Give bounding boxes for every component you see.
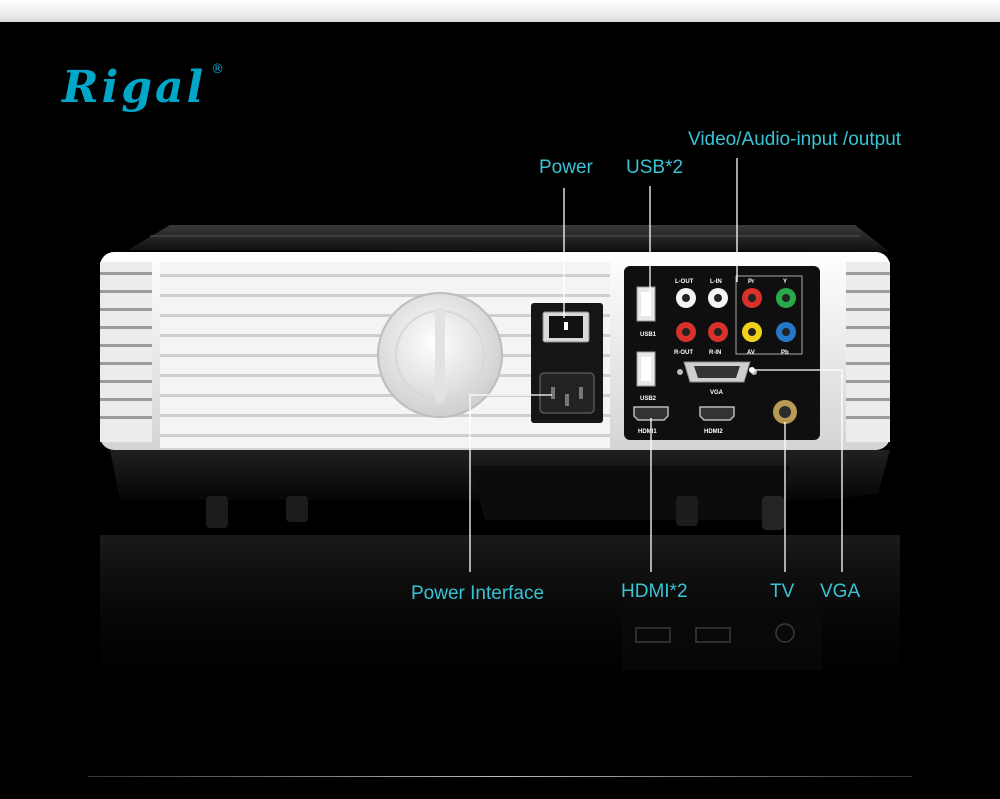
vga-screw-left bbox=[677, 369, 683, 375]
io-panel bbox=[624, 266, 820, 440]
callout-line-power-interface bbox=[469, 394, 552, 572]
label-pr: Pr bbox=[748, 279, 755, 285]
bottom-divider bbox=[88, 776, 912, 777]
brand-logo: Rigal bbox=[62, 62, 207, 113]
tv-connector-inner bbox=[779, 406, 791, 418]
label-hdmi1: HDMI1 bbox=[638, 429, 657, 435]
socket-pin-mid bbox=[565, 394, 569, 406]
reflection-hdmi2 bbox=[695, 627, 731, 643]
usb1-tongue bbox=[641, 292, 651, 316]
jack-y-core bbox=[782, 294, 790, 302]
socket-pin-right bbox=[579, 387, 583, 399]
label-hdmi2: HDMI2 bbox=[704, 429, 723, 435]
reflection-hdmi1 bbox=[635, 627, 671, 643]
jack-l-in-core bbox=[714, 294, 722, 302]
jack-group-outline bbox=[735, 275, 803, 355]
top-strip bbox=[0, 0, 1000, 22]
label-power: Power bbox=[539, 157, 593, 178]
left-fins bbox=[100, 262, 152, 442]
registered-mark: ® bbox=[211, 62, 224, 77]
label-usb: USB*2 bbox=[626, 157, 684, 178]
jack-av-core bbox=[748, 328, 756, 336]
label-r-in: R-IN bbox=[709, 350, 721, 356]
label-l-in: L-IN bbox=[710, 279, 722, 285]
label-usb2: USB2 bbox=[640, 396, 657, 402]
foot-1 bbox=[206, 496, 228, 528]
label-l-out: L-OUT bbox=[675, 279, 694, 285]
vga-port-inner bbox=[694, 366, 740, 378]
reflection-tv bbox=[775, 623, 795, 643]
label-power-interface: Power Interface bbox=[411, 583, 545, 604]
label-video-audio: Video/Audio-input /output bbox=[688, 129, 902, 150]
label-usb1: USB1 bbox=[640, 332, 657, 338]
jack-r-in-core bbox=[714, 328, 722, 336]
label-pb: Pb bbox=[781, 350, 789, 356]
usb2-tongue bbox=[641, 357, 651, 381]
hdmi2-port bbox=[699, 406, 735, 421]
reflection-panel bbox=[622, 600, 822, 670]
jack-pb-core bbox=[782, 328, 790, 336]
foot-4 bbox=[762, 496, 784, 530]
projector-top-lid bbox=[128, 225, 890, 252]
power-socket bbox=[539, 372, 595, 414]
right-fins bbox=[846, 262, 890, 442]
foot-2 bbox=[286, 496, 308, 522]
hdmi1-port bbox=[633, 406, 669, 421]
label-vga: VGA bbox=[820, 581, 861, 602]
label-av: AV bbox=[747, 350, 755, 356]
base-recess bbox=[470, 466, 790, 520]
label-hdmi: HDMI*2 bbox=[621, 581, 688, 602]
label-y: Y bbox=[783, 279, 787, 285]
label-tv: TV bbox=[770, 581, 795, 602]
jack-r-out-core bbox=[682, 328, 690, 336]
label-r-out: R-OUT bbox=[674, 350, 693, 356]
jack-l-out-core bbox=[682, 294, 690, 302]
foot-3 bbox=[676, 496, 698, 526]
callout-dot-vga bbox=[749, 367, 755, 373]
label-vga-port: VGA bbox=[710, 390, 724, 396]
callout-line-vga bbox=[752, 369, 843, 572]
socket-pin-left bbox=[551, 387, 555, 399]
jack-pr-core bbox=[748, 294, 756, 302]
power-switch-mark bbox=[564, 322, 568, 330]
